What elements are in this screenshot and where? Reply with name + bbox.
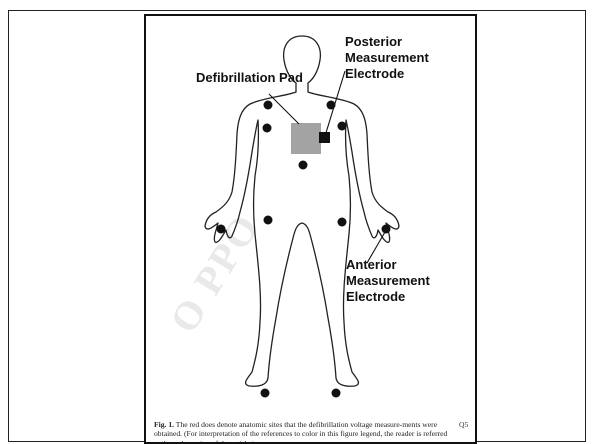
label-anterior-line1: Anterior	[346, 257, 397, 272]
label-posterior-line1: Posterior	[345, 34, 402, 49]
label-posterior-line3: Electrode	[345, 66, 404, 81]
caption-label: Fig. 1.	[154, 420, 174, 429]
electrode-site-sternum	[299, 161, 308, 170]
electrode-site-hip-left	[264, 216, 273, 225]
electrode-site-hip-right	[338, 218, 347, 227]
electrode-site-shoulder-left	[263, 124, 272, 133]
document-page: O PPO Defibrillation Pad Posterior Measu…	[144, 14, 477, 444]
electrode-site-hand-left	[217, 225, 226, 234]
defibrillation-pad	[291, 123, 321, 154]
posterior-electrode-marker	[319, 132, 330, 143]
label-defibrillation-pad: Defibrillation Pad	[196, 70, 303, 85]
query-mark: Q5	[459, 420, 468, 429]
electrode-site-hand-right	[382, 225, 391, 234]
figure-caption: Fig. 1. The red does denote anatomic sit…	[154, 420, 454, 444]
label-anterior-line3: Electrode	[346, 289, 405, 304]
electrode-site-foot-left	[261, 389, 270, 398]
label-anterior-line2: Measurement	[346, 273, 430, 288]
label-posterior-line2: Measurement	[345, 50, 429, 65]
electrode-site-shoulder-right	[338, 122, 347, 131]
defib-pad-pointer	[269, 94, 299, 124]
body-outline	[205, 36, 399, 386]
electrode-site-foot-right	[332, 389, 341, 398]
caption-text: The red does denote anatomic sites that …	[154, 420, 447, 444]
body-diagram: Defibrillation Pad Posterior Measurement…	[146, 16, 476, 416]
electrode-site-head-left	[264, 101, 273, 110]
